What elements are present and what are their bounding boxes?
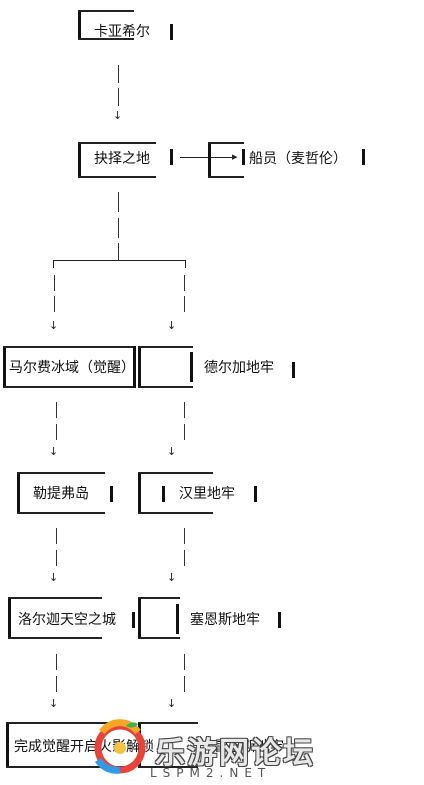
node-left-3-label: 洛尔迦天空之城: [18, 612, 116, 628]
arrow-down-icon: ↓: [49, 319, 59, 332]
arrow-down-icon: ↓: [167, 445, 177, 458]
node-right-3-label: 塞恩斯地牢: [190, 612, 260, 628]
node-left-2-label: 勒提弗岛: [33, 486, 89, 502]
watermark-logo-icon: [94, 719, 146, 774]
watermark-title: 乐游网论坛: [155, 736, 315, 771]
node-root-label: 卡亚希尔: [94, 24, 150, 40]
arrow-down-icon: ↓: [113, 109, 123, 122]
node-choice-label: 抉择之地: [94, 151, 150, 167]
node-right-1-label: 德尔加地牢: [204, 360, 274, 376]
node-left-1-label: 马尔费冰域（觉醒）: [9, 360, 135, 376]
arrow-down-icon: ↓: [49, 571, 59, 584]
arrow-down-icon: ↓: [167, 697, 177, 710]
node-right-4-label: 雷恩斯地牢: [214, 739, 284, 755]
arrow-down-icon: ↓: [49, 697, 59, 710]
watermark-subtitle: LSPM2.NET: [150, 766, 272, 780]
arrow-right-icon: ▸: [232, 150, 238, 163]
node-crew-label: 船员（麦哲伦）: [249, 151, 347, 167]
arrow-down-icon: ↓: [167, 319, 177, 332]
arrow-down-icon: ↓: [49, 445, 59, 458]
arrow-down-icon: ↓: [167, 571, 177, 584]
node-right-2-label: 汉里地牢: [179, 486, 235, 502]
